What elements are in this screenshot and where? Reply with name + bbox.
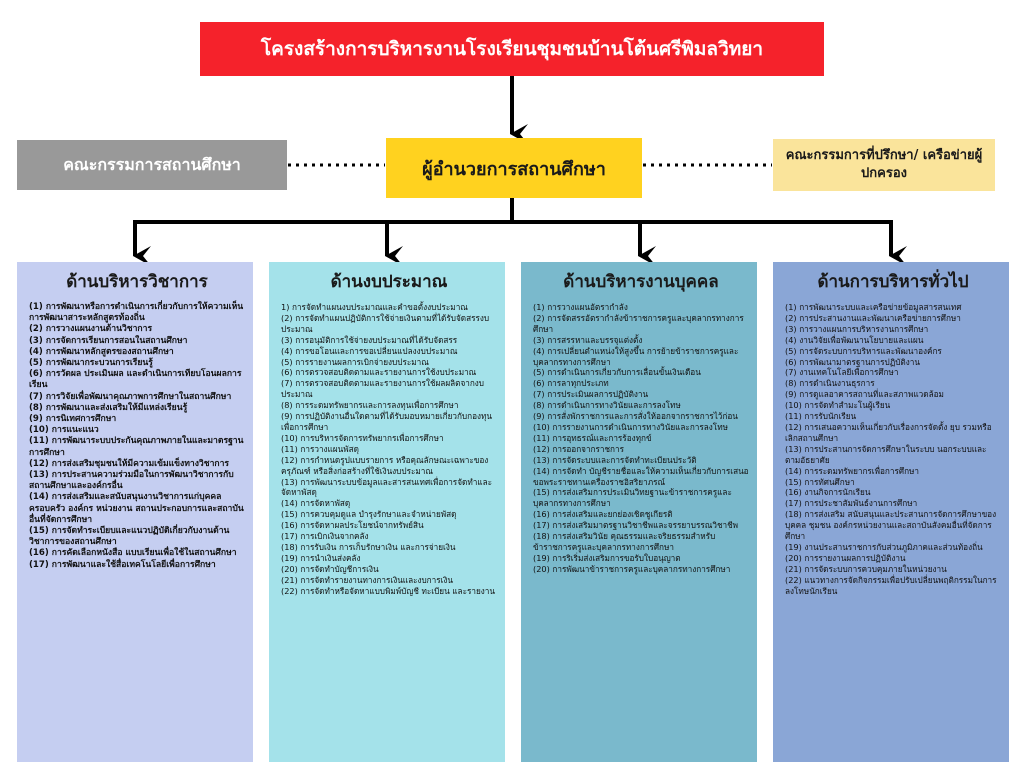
list-item: (15) การทัศนศึกษา [785,476,855,487]
list-item: (22) การจัดทำหรือจัดหาแบบพิมพ์บัญชี ทะเบ… [281,585,495,596]
list-item: (15) การส่งเสริมการประเมินวิทยฐานะข้าราช… [533,487,732,509]
list-item: (3) การอนุมัติการใช้จ่ายงบประมาณที่ได้รั… [281,334,458,345]
list-item: (4) การพัฒนาหลักสูตรของสถานศึกษา [29,346,174,357]
list-item: (7) การประเมินผลการปฏิบัติงาน [533,389,649,400]
list-item: (16) การจัดหาผลประโยชน์จากทรัพย์สิน [281,520,424,531]
list-item: (17) การเบิกเงินจากคลัง [281,531,369,542]
list-item: (20) การจัดทำบัญชีการเงิน [281,563,379,574]
list-item: (11) การพัฒนาระบบประกันคุณภาพภายในและมาต… [29,436,244,458]
list-item: (8) การระดมทรัพยากรและการลงทุนเพื่อการศึ… [281,400,459,411]
list-item: (2) การจัดทำแผนปฏิบัติการใช้จ่ายเงินตามท… [281,312,490,334]
list-item: (2) การประสานงานและพัฒนาเครือข่ายการศึกษ… [785,312,961,323]
list-item: (21) การจัดทำรายงานทางการเงินและงบการเงิ… [281,574,454,585]
column-item-list: (1) การพัฒนาระบบและเครือข่ายข้อมูลสารสนเ… [785,302,1001,596]
advisory-network-box: คณะกรรมการที่ปรึกษา/ เครือข่ายผู้ปกครอง [773,139,995,191]
list-item: (18) การส่งเสริม สนับสนุนและประสานการจัด… [785,509,997,542]
list-item: (14) การจัดหาพัสดุ [281,498,351,509]
list-item: 1) การจัดทำแผนงบประมาณและคำขอตั้งงบประมา… [281,302,468,312]
general-admin-column: ด้านการบริหารทั่วไป (1) การพัฒนาระบบและเ… [773,262,1009,762]
budget-column: ด้านงบประมาณ 1) การจัดทำแผนงบประมาณและคำ… [269,262,505,762]
list-item: (16) งานกิจการนักเรียน [785,487,871,498]
list-item: (12) การส่งเสริมชุมชนให้มีความเข้มแข็งทา… [29,458,230,469]
list-item: (7) งานเทคโนโลยีเพื่อการศึกษา [785,367,899,378]
list-item: (8) การดำเนินการทางวินัยและการลงโทษ [533,400,681,411]
list-item: (2) การวางแผนงานด้านวิชาการ [29,324,153,335]
academic-admin-column: ด้านบริหารวิชาการ (1) การพัฒนาหรือการดำเ… [17,262,253,762]
list-item: (18) การรับเงิน การเก็บรักษาเงิน และการจ… [281,541,456,552]
column-heading: ด้านการบริหารทั่วไป [817,272,969,292]
school-committee-box: คณะกรรมการสถานศึกษา [17,140,287,190]
personnel-column: ด้านบริหารงานบุคคล (1) การวางแผนอัตรากำล… [521,262,757,762]
chart-title: โครงสร้างการบริหารงานโรงเรียนชุมชนบ้านโต… [200,22,824,76]
list-item: (16) การส่งเสริมและยกย่องเชิดชูเกียรติ [533,509,673,520]
list-item: (3) การสรรหาและบรรจุแต่งตั้ง [533,334,643,345]
list-item: (6) การวัดผล ประเมินผล และดำเนินการเทียบ… [29,369,242,391]
director-box: ผู้อำนวยการสถานศึกษา [386,138,642,198]
list-item: (14) การจัดทำ บัญชีรายชื่อและให้ความเห็น… [533,465,749,487]
column-item-list: (1) การพัฒนาหรือการดำเนินการเกี่ยวกับการ… [29,302,245,571]
list-item: (6) การลาทุกประเภท [533,378,609,389]
list-item: (14) การระดมทรัพยากรเพื่อการศึกษา [785,465,920,476]
list-item: (20) การรายงานผลการปฏิบัติงาน [785,552,906,563]
list-item: (9) การปฏิบัติงานอื่นใดตามที่ได้รับมอบหม… [281,411,492,432]
list-item: (12) การกำหนดรูปแบบรายการ หรือคุณลักษณะเ… [281,454,489,476]
list-item: (11) การอุทธรณ์และการร้องทุกข์ [533,432,652,443]
column-heading: ด้านงบประมาณ [330,272,448,292]
list-item: (10) การบริหารจัดการทรัพยากรเพื่อการศึกษ… [281,432,444,443]
list-item: (4) งานวิจัยเพื่อพัฒนานโยบายและแผน [785,334,924,345]
column-heading: ด้านบริหารงานบุคคล [563,272,719,292]
list-item: (17) การประชาสัมพันธ์งานการศึกษา [785,498,918,509]
list-item: (15) การควบคุมดูแล บำรุงรักษาและจำหน่ายพ… [281,509,457,520]
list-item: (20) การพัฒนาข้าราชการครูและบุคลากรทางกา… [533,563,731,574]
list-item: (14) การส่งเสริมและสนับสนุนงานวิชาการแก่… [29,492,244,525]
list-item: (11) การรับนักเรียน [785,411,857,422]
list-item: (3) การจัดการเรียนการสอนในสถานศึกษา [29,335,188,346]
list-item: (5) การรายงานผลการเบิกจ่ายงบประมาณ [281,356,429,367]
list-item: (15) การจัดทำระเบียบและแนวปฏิบัติเกี่ยวก… [29,526,230,548]
column-item-list: 1) การจัดทำแผนงบประมาณและคำขอตั้งงบประมา… [281,302,497,596]
list-item: (3) การวางแผนการบริหารงานการศึกษา [785,323,929,334]
list-item: (1) การพัฒนาหรือการดำเนินการเกี่ยวกับการ… [29,302,244,324]
list-item: (4) การขอโอนและการขอเปลี่ยนแปลงงบประมาณ [281,345,458,356]
list-item: (17) การพัฒนาและใช้สื่อเทคโนโลยีเพื่อการ… [29,559,216,570]
list-item: (13) การประสานการจัดการศึกษาในระบบ นอกระ… [785,443,987,465]
column-item-list: (1) การวางแผนอัตรากำลัง(2) การจัดสรรอัตร… [533,302,749,575]
list-item: (1) การวางแผนอัตรากำลัง [533,302,628,312]
list-item: (10) การแนะแนว [29,425,99,436]
list-item: (1) การพัฒนาระบบและเครือข่ายข้อมูลสารสนเ… [785,302,962,312]
list-item: (6) การตรวจสอบติดตามและรายงานการใช้งบประ… [281,367,477,378]
list-item: (8) การพัฒนาและส่งเสริมให้มีแหล่งเรียนรู… [29,402,188,413]
list-item: (10) การรายงานการดำเนินการทางวินัยและการ… [533,421,728,432]
list-item: (10) การจัดทำสำมะโนผู้เรียน [785,400,891,411]
list-item: (9) การนิเทศการศึกษา [29,414,117,425]
column-heading: ด้านบริหารวิชาการ [66,272,208,292]
list-item: (17) การส่งเสริมมาตรฐานวิชาชีพและจรรยาบร… [533,520,739,531]
list-item: (9) การสั่งพักราชการและการสั่งให้ออกจากร… [533,411,738,422]
list-item: (21) การจัดระบบการควบคุมภายในหน่วยงาน [785,563,947,574]
list-item: (19) การนำเงินส่งคลัง [281,552,361,563]
list-item: (7) การตรวจสอบติดตามและรายงานการใช้ผลผลิ… [281,378,484,400]
list-item: (19) การริเริ่มส่งเสริมการขอรับใบอนุญาต [533,552,681,563]
list-item: (16) การคัดเลือกหนังสือ แบบเรียนเพื่อใช้… [29,548,237,559]
list-item: (12) การออกจากราชการ [533,443,625,454]
list-item: (8) การดำเนินงานธุรการ [785,378,875,389]
list-item: (6) การพัฒนามาตรฐานการปฏิบัติงาน [785,356,920,367]
list-item: (12) การเสนอความเห็นเกี่ยวกับเรื่องการจั… [785,421,992,443]
list-item: (7) การวิจัยเพื่อพัฒนาคุณภาพการศึกษาในสถ… [29,391,232,402]
list-item: (13) การพัฒนาระบบข้อมูลและสารสนเทศเพื่อก… [281,476,493,498]
list-item: (5) การพัฒนากระบวนการเรียนรู้ [29,358,153,369]
list-item: (5) การดำเนินการเกี่ยวกับการเลื่อนขั้นเง… [533,367,701,378]
list-item: (22) แนวทางการจัดกิจกรรมเพื่อปรับเปลี่ยน… [785,574,997,596]
list-item: (13) การจัดระบบและการจัดทำทะเบียนประวัติ [533,454,697,465]
list-item: (19) งานประสานราชการกับส่วนภูมิภาคและส่ว… [785,541,983,552]
list-item: (11) การวางแผนพัสดุ [281,443,359,454]
list-item: (13) การประสานความร่วมมือในการพัฒนาวิชาก… [29,470,234,492]
list-item: (2) การจัดสรรอัตรากำลังข้าราชการครูและบุ… [533,312,744,334]
list-item: (4) การเปลี่ยนตำแหน่งให้สูงขึ้น การย้ายข… [533,345,739,367]
list-item: (5) การจัดระบบการบริหารและพัฒนาองค์กร [785,345,942,356]
list-item: (9) การดูแลอาคารสถานที่และสภาพแวดล้อม [785,389,944,400]
list-item: (18) การส่งเสริมวินัย คุณธรรมและจริยธรรม… [533,531,716,552]
